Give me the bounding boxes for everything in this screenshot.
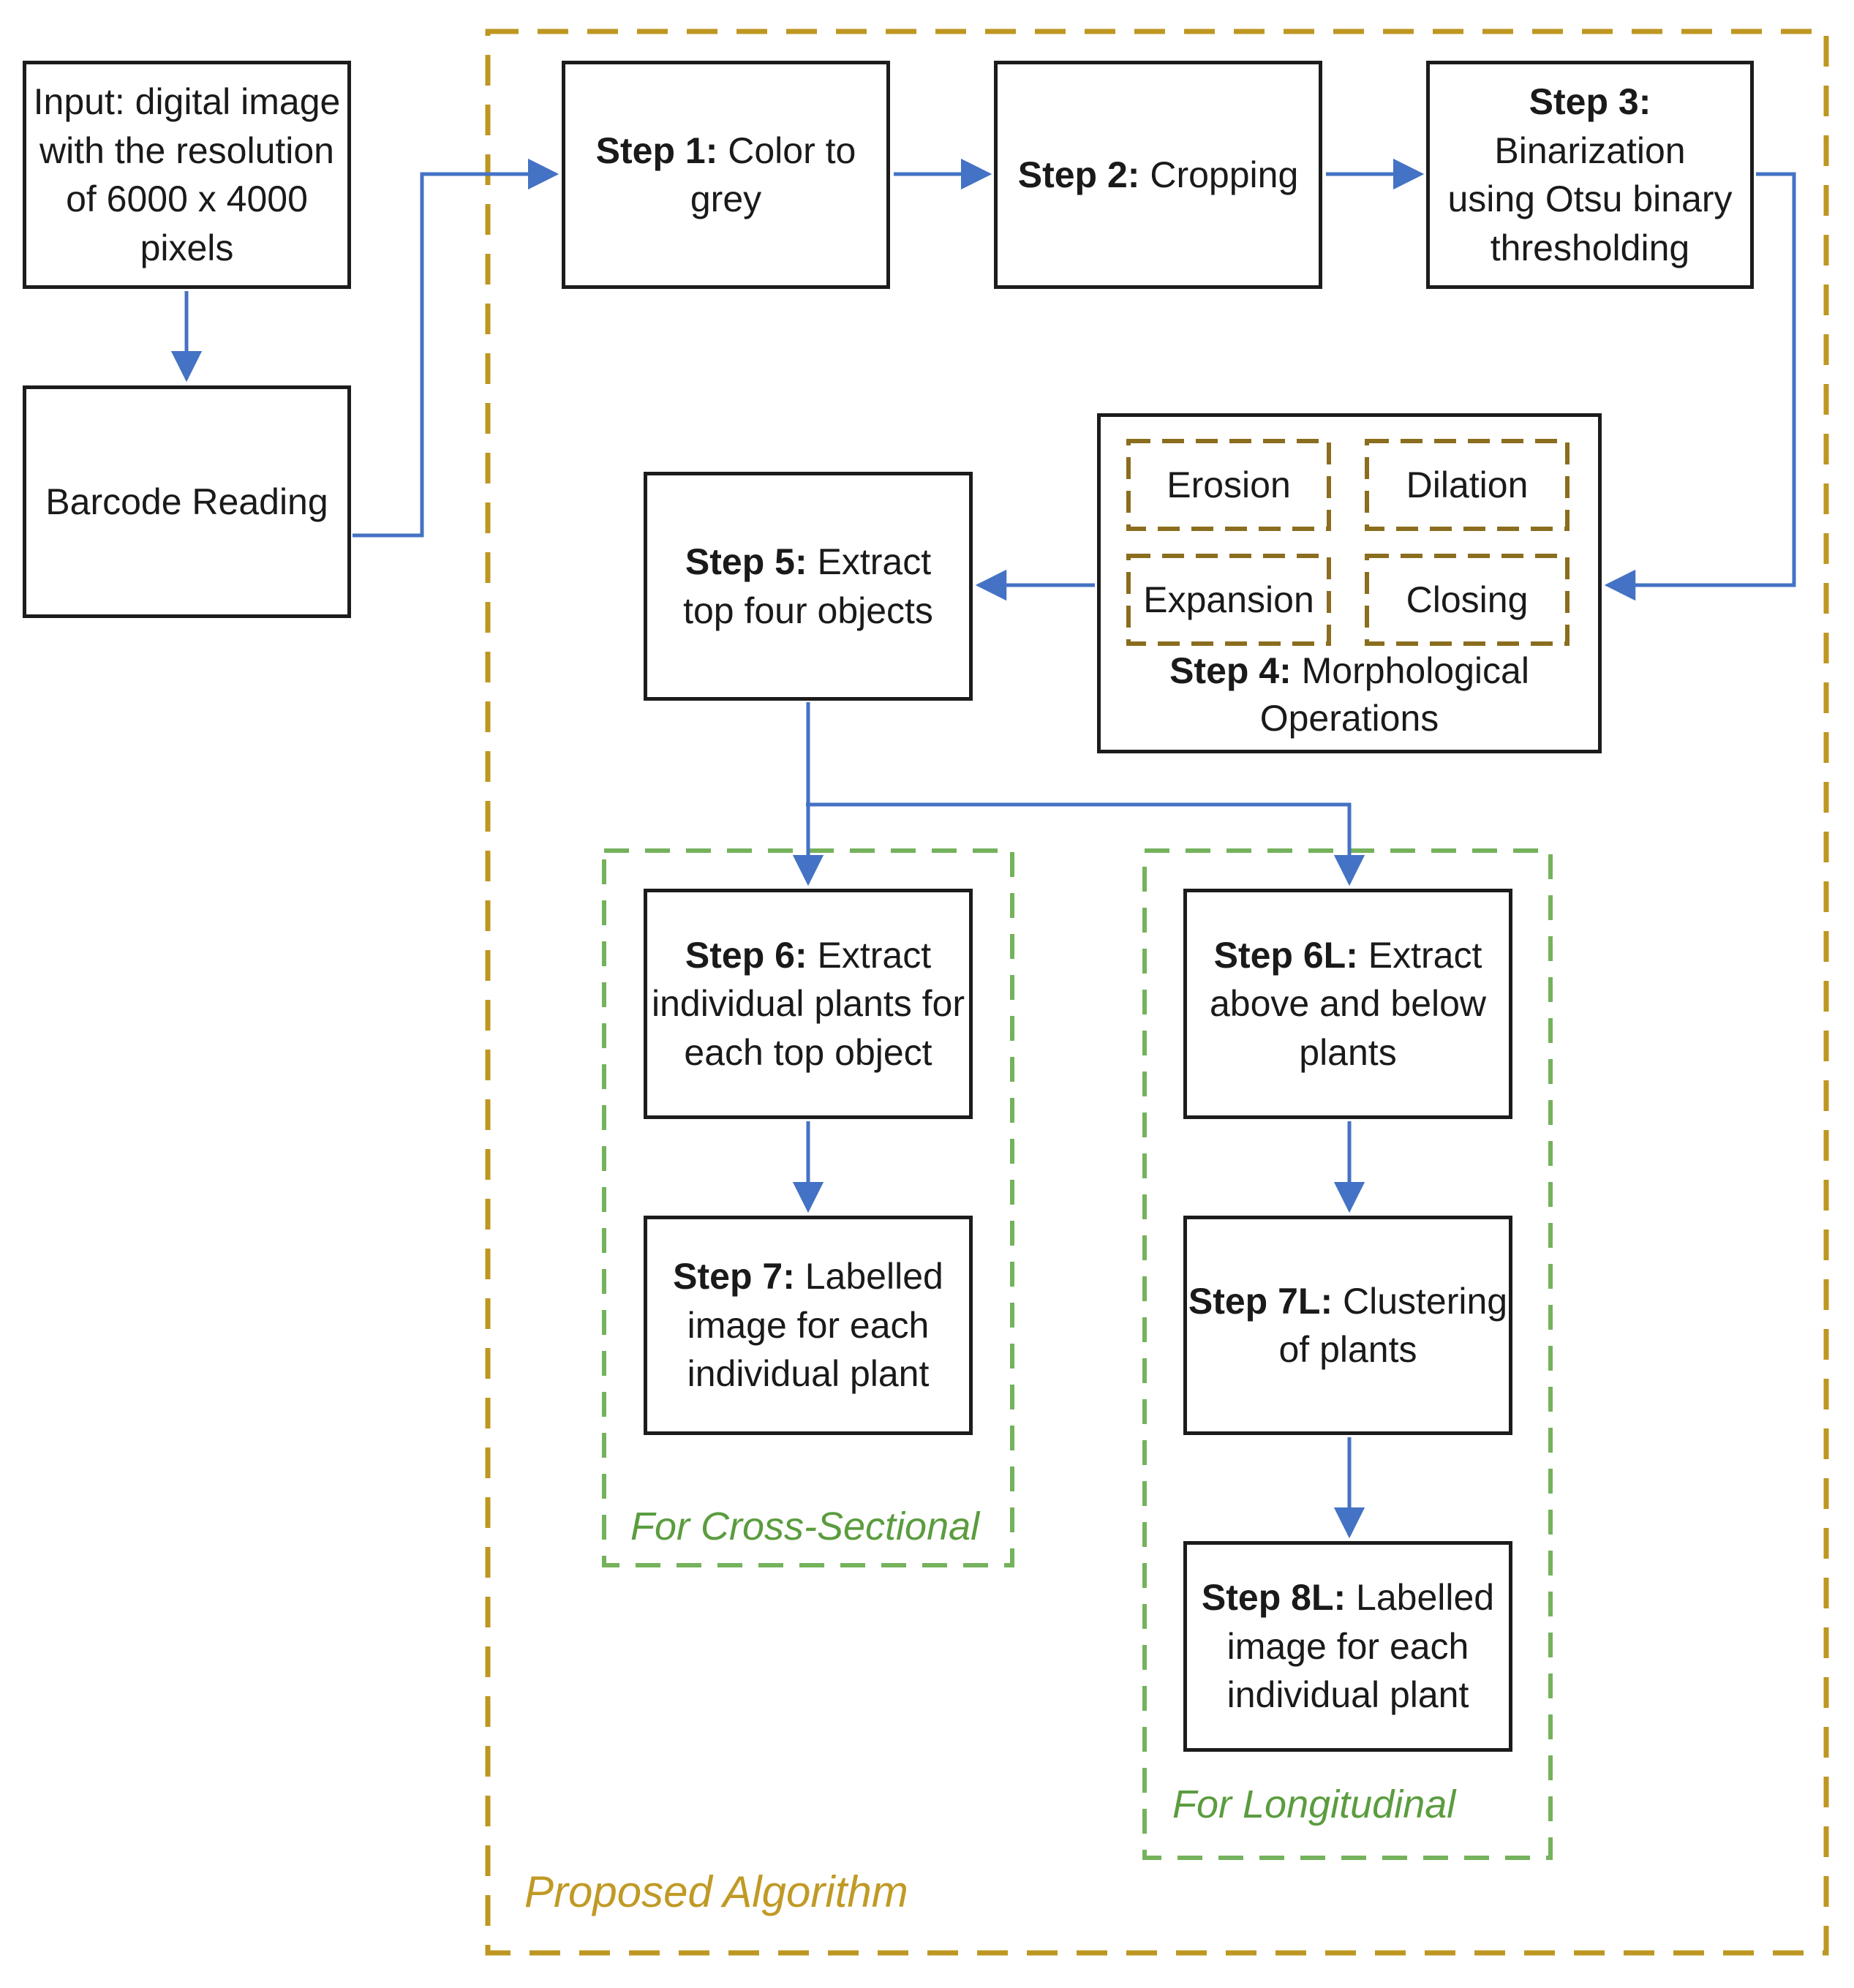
arrow-branch-to-step6l: [806, 802, 1365, 886]
node-step7-labelled-image: Step 7: Labelled image for each individu…: [644, 1216, 973, 1435]
node-step6l-extract-above-below: Step 6L: Extract above and below plants: [1183, 889, 1512, 1119]
cell-closing-text: Closing: [1406, 579, 1529, 620]
node-step5-text: Step 5: Extract top four objects: [683, 538, 933, 635]
label-for-longitudinal: For Longitudinal: [1172, 1782, 1456, 1826]
step3-desc: Binarization using Otsu binary threshold…: [1447, 129, 1733, 268]
node-step3-binarization: Step 3: Binarization using Otsu binary t…: [1426, 61, 1754, 289]
step6-label: Step 6:: [685, 934, 807, 976]
cell-dilation-text: Dilation: [1406, 464, 1529, 505]
node-step2-cropping: Step 2: Cropping: [994, 61, 1322, 289]
node-input-text: Input: digital image with the resolution…: [33, 81, 341, 268]
cell-erosion-text: Erosion: [1167, 464, 1291, 505]
node-input: Input: digital image with the resolution…: [23, 61, 351, 289]
node-step6l-text: Step 6L: Extract above and below plants: [1210, 931, 1486, 1077]
node-step6-text: Step 6: Extract individual plants for ea…: [652, 931, 965, 1077]
step2-label: Step 2:: [1017, 154, 1140, 195]
step4-desc: Morphological Operations: [1259, 650, 1529, 739]
cell-expansion: Expansion: [1128, 556, 1329, 644]
step8l-label: Step 8L:: [1201, 1577, 1346, 1619]
node-step7l-clustering: Step 7L: Clustering of plants: [1183, 1216, 1512, 1435]
node-barcode-text: Barcode Reading: [45, 481, 328, 522]
cell-erosion: Erosion: [1128, 441, 1329, 529]
step6l-label: Step 6L:: [1213, 934, 1358, 976]
cell-dilation: Dilation: [1367, 441, 1567, 529]
node-step2-text: Step 2: Cropping: [1018, 151, 1299, 200]
step2-desc: Cropping: [1139, 154, 1299, 195]
cell-expansion-text: Expansion: [1143, 579, 1314, 620]
step3-label: Step 3:: [1529, 81, 1651, 122]
cell-closing: Closing: [1367, 556, 1567, 644]
label-for-cross-sectional: For Cross-Sectional: [630, 1505, 980, 1548]
step7-label: Step 7:: [673, 1256, 795, 1298]
arrow-barcode-to-step1: [353, 158, 559, 538]
node-step3-text: Step 3: Binarization using Otsu binary t…: [1430, 78, 1750, 272]
node-step7l-text: Step 7L: Clustering of plants: [1188, 1277, 1507, 1374]
node-step1-text: Step 1: Color to grey: [596, 127, 856, 224]
node-step6-extract-individual-plants: Step 6: Extract individual plants for ea…: [644, 889, 973, 1119]
step7l-label: Step 7L:: [1188, 1280, 1333, 1322]
step4-label: Step 4:: [1169, 650, 1292, 691]
node-step5-extract-top-objects: Step 5: Extract top four objects: [644, 472, 973, 701]
node-step8l-labelled-image: Step 8L: Labelled image for each individ…: [1183, 1541, 1512, 1752]
node-step8l-text: Step 8L: Labelled image for each individ…: [1202, 1573, 1494, 1720]
label-proposed-algorithm: Proposed Algorithm: [524, 1867, 908, 1916]
node-step7-text: Step 7: Labelled image for each individu…: [673, 1252, 943, 1398]
node-barcode-reading: Barcode Reading: [23, 385, 351, 618]
node-step4-caption: Step 4: Morphological Operations: [1101, 647, 1598, 742]
step5-label: Step 5:: [685, 541, 807, 582]
step1-label: Step 1:: [595, 129, 718, 171]
node-step1-color-to-grey: Step 1: Color to grey: [562, 61, 890, 289]
